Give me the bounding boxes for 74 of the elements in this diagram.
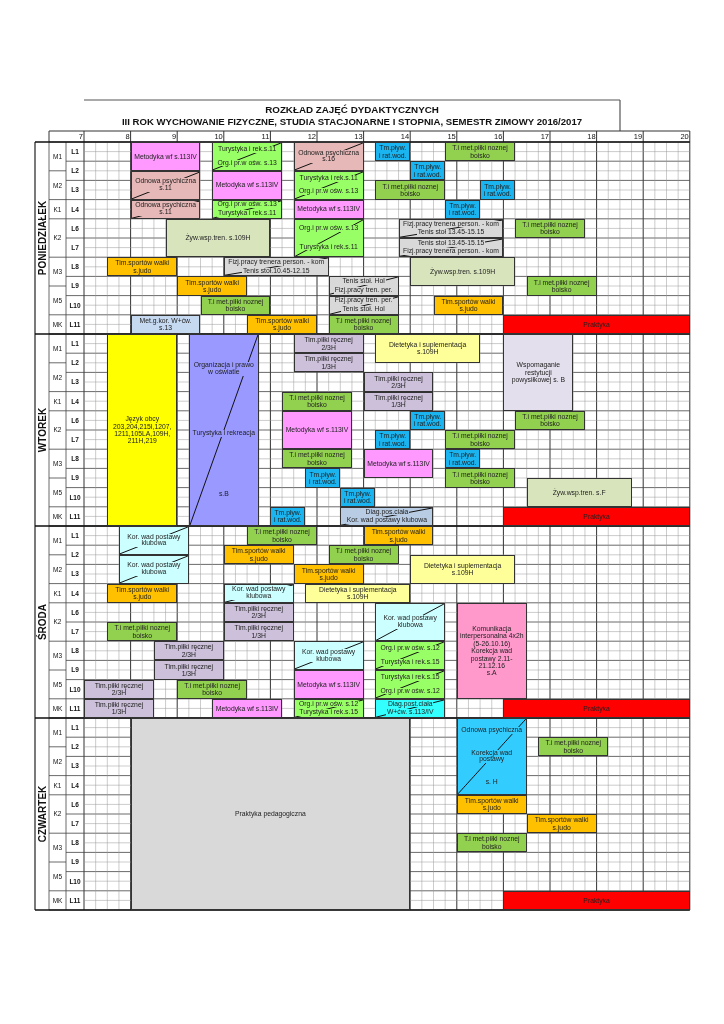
subtitle: III ROK WYCHOWANIE FIZYCZNE, STUDIA STACJONARNE I STOPNIA, SEMESTR ZIMOWY 2016/2017 xyxy=(120,116,584,127)
class-block xyxy=(456,833,527,853)
class-block xyxy=(503,334,574,411)
class-block xyxy=(107,583,178,603)
class-block xyxy=(363,526,434,546)
class-block xyxy=(503,698,690,718)
class-block xyxy=(375,698,446,718)
class-block xyxy=(328,545,399,565)
class-block xyxy=(293,142,364,171)
day-label: ŚRODA xyxy=(35,602,49,643)
day-label: PONIEDZIAŁEK xyxy=(35,199,49,278)
class-block xyxy=(153,641,224,661)
class-block xyxy=(293,564,364,584)
class-block xyxy=(223,545,294,565)
class-block xyxy=(293,670,364,699)
class-block xyxy=(212,698,283,718)
class-block xyxy=(375,641,446,670)
class-block xyxy=(177,679,248,699)
class-block xyxy=(293,218,364,258)
class-block xyxy=(107,334,178,526)
class-block xyxy=(526,814,597,834)
class-block xyxy=(328,276,399,296)
day-label: CZWARTEK xyxy=(35,784,49,845)
class-block xyxy=(410,554,516,584)
class-block xyxy=(130,170,201,200)
class-block xyxy=(188,334,259,526)
class-block xyxy=(503,314,690,334)
class-block xyxy=(84,698,154,718)
class-block xyxy=(212,142,283,171)
class-block xyxy=(282,410,352,450)
class-block xyxy=(445,142,516,162)
class-block xyxy=(247,314,317,334)
class-block xyxy=(107,622,178,642)
class-block xyxy=(293,641,364,670)
class-block xyxy=(293,334,364,354)
class-block xyxy=(445,468,516,488)
class-block xyxy=(375,334,481,363)
class-block xyxy=(282,449,352,469)
class-block xyxy=(375,602,446,642)
class-block xyxy=(247,526,317,546)
class-block xyxy=(130,142,201,171)
class-block xyxy=(515,218,585,238)
day-label: WTOREK xyxy=(35,406,49,455)
class-block xyxy=(282,391,352,411)
class-block xyxy=(130,718,411,910)
title: ROZKŁAD ZAJĘĆ DYDAKTYCZNYCH xyxy=(264,103,440,115)
class-block xyxy=(363,449,434,478)
class-block xyxy=(153,660,224,680)
class-block xyxy=(375,670,446,699)
class-block xyxy=(223,622,294,642)
class-block xyxy=(212,199,283,219)
class-block xyxy=(223,257,329,277)
class-block xyxy=(118,526,189,555)
class-block xyxy=(363,372,434,392)
class-block xyxy=(84,679,154,699)
class-block xyxy=(538,737,609,757)
class-block xyxy=(410,257,516,286)
class-block xyxy=(503,890,690,910)
class-block xyxy=(445,430,516,450)
class-block xyxy=(503,506,690,526)
class-block xyxy=(107,257,178,277)
class-block xyxy=(526,478,632,507)
class-block xyxy=(118,554,189,584)
class-block xyxy=(456,602,527,699)
class-block xyxy=(398,238,504,258)
class-block xyxy=(526,276,597,296)
class-block xyxy=(165,218,271,258)
class-block xyxy=(456,718,527,795)
class-block xyxy=(293,353,364,373)
class-block xyxy=(375,180,446,200)
class-block xyxy=(293,170,364,200)
class-block xyxy=(177,276,248,296)
class-block xyxy=(515,410,585,430)
class-block xyxy=(212,170,283,200)
